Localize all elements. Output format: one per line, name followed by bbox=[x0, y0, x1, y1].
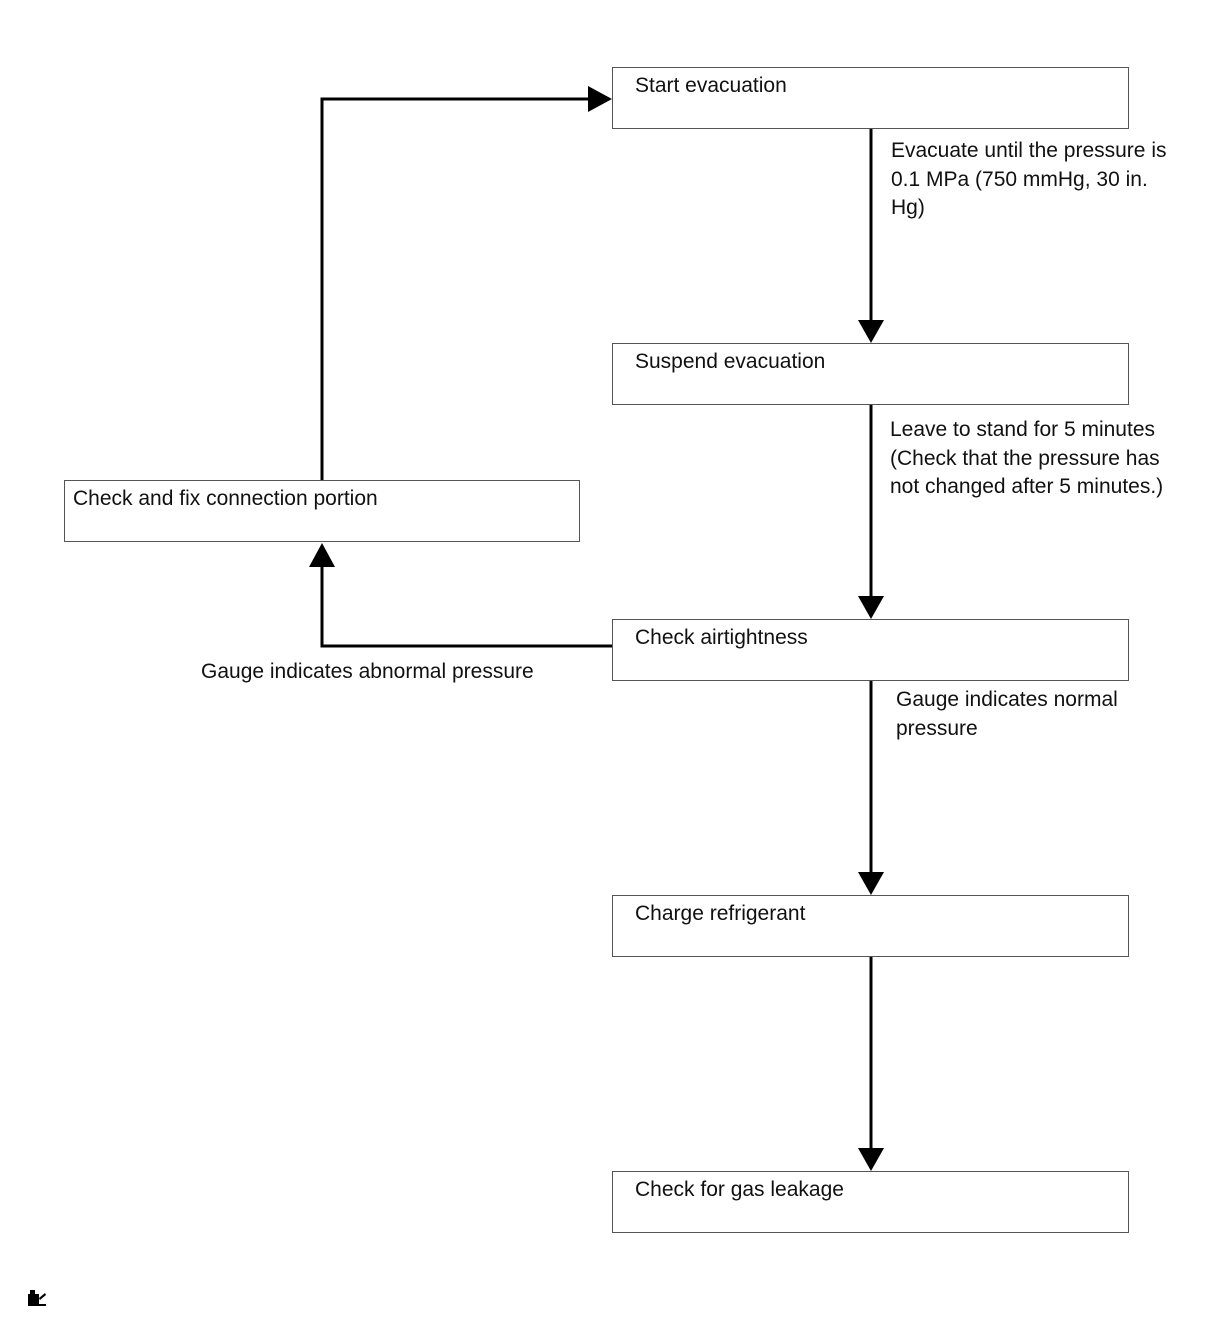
step-suspend-evacuation: Suspend evacuation bbox=[612, 343, 1129, 405]
arrowhead-check bbox=[858, 596, 884, 619]
arrow-check-to-fix bbox=[320, 566, 612, 648]
illustration-marker-icon bbox=[28, 1290, 46, 1306]
step-charge-refrigerant: Charge refrigerant bbox=[612, 895, 1129, 957]
step-label: Charge refrigerant bbox=[635, 902, 806, 925]
step-start-evacuation: Start evacuation bbox=[612, 67, 1129, 129]
arrowhead-leak bbox=[858, 1148, 884, 1171]
step-label: Check and fix connection portion bbox=[73, 487, 378, 510]
condition-leave-to-stand: Leave to stand for 5 minutes (Check that… bbox=[890, 418, 1164, 498]
arrowhead-fix bbox=[309, 543, 335, 567]
step-label: Start evacuation bbox=[635, 74, 787, 97]
step-check-fix-connection: Check and fix connection portion bbox=[64, 480, 580, 542]
step-check-airtightness: Check airtightness bbox=[612, 619, 1129, 681]
step-label: Check for gas leakage bbox=[635, 1178, 844, 1201]
condition-abnormal-pressure: Gauge indicates abnormal pressure bbox=[201, 660, 534, 683]
condition-normal-pressure: Gauge indicates normal pressure bbox=[896, 688, 1118, 740]
step-label: Check airtightness bbox=[635, 626, 808, 649]
arrowhead-charge bbox=[858, 872, 884, 895]
arrow-fix-to-start bbox=[320, 97, 590, 480]
arrowhead-start bbox=[588, 86, 612, 112]
step-check-gas-leakage: Check for gas leakage bbox=[612, 1171, 1129, 1233]
arrowhead-suspend bbox=[858, 320, 884, 343]
condition-evacuate: Evacuate until the pressure is 0.1 MPa (… bbox=[891, 139, 1167, 219]
step-label: Suspend evacuation bbox=[635, 350, 826, 373]
